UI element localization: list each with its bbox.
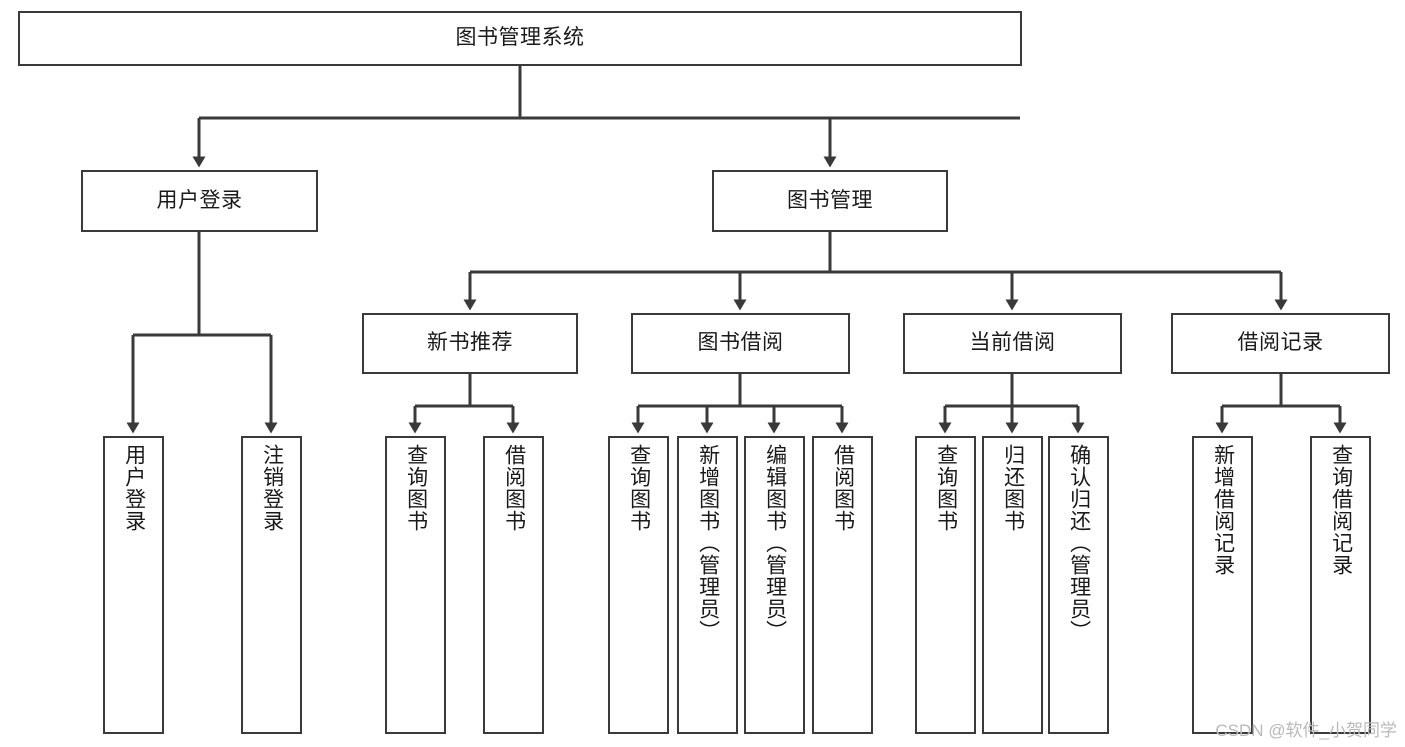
node-current-borrow-label: 当前借阅 xyxy=(969,331,1056,355)
node-leaf-edit-book[interactable]: 编辑图书（管理员） xyxy=(744,436,805,734)
node-leaf-query-book-1-label: 查询图书 xyxy=(404,444,428,532)
node-leaf-borrow-book-2-label: 借阅图书 xyxy=(831,444,855,532)
node-leaf-query-book-3-label: 查询图书 xyxy=(934,444,958,532)
node-root[interactable]: 图书管理系统 xyxy=(18,11,1022,66)
csdn-watermark: CSDN @软件_小贺同学 xyxy=(1215,721,1397,740)
node-leaf-add-book-label: 新增图书（管理员） xyxy=(696,444,720,642)
node-leaf-confirm-return-label: 确认归还（管理员） xyxy=(1067,444,1091,642)
node-leaf-borrow-book-1[interactable]: 借阅图书 xyxy=(483,436,544,734)
node-leaf-add-book[interactable]: 新增图书（管理员） xyxy=(677,436,738,734)
node-leaf-query-book-3[interactable]: 查询图书 xyxy=(915,436,976,734)
node-new-book-recommend[interactable]: 新书推荐 xyxy=(362,313,578,374)
node-leaf-return-book[interactable]: 归还图书 xyxy=(982,436,1043,734)
node-leaf-query-record-label: 查询借阅记录 xyxy=(1329,444,1353,576)
node-leaf-user-login[interactable]: 用户登录 xyxy=(103,436,164,734)
node-leaf-add-record[interactable]: 新增借阅记录 xyxy=(1192,436,1253,734)
node-leaf-add-record-label: 新增借阅记录 xyxy=(1211,444,1235,576)
node-leaf-logout[interactable]: 注销登录 xyxy=(241,436,302,734)
node-leaf-user-login-label: 用户登录 xyxy=(122,444,146,532)
node-leaf-borrow-book-1-label: 借阅图书 xyxy=(502,444,526,532)
node-book-manage[interactable]: 图书管理 xyxy=(712,170,948,232)
node-book-manage-label: 图书管理 xyxy=(787,188,873,212)
node-leaf-query-book-1[interactable]: 查询图书 xyxy=(385,436,446,734)
node-current-borrow[interactable]: 当前借阅 xyxy=(903,313,1122,374)
node-root-label: 图书管理系统 xyxy=(455,26,585,50)
node-leaf-borrow-book-2[interactable]: 借阅图书 xyxy=(812,436,873,734)
node-leaf-return-book-label: 归还图书 xyxy=(1001,444,1025,532)
node-user-login-label: 用户登录 xyxy=(156,188,243,212)
node-leaf-query-book-2-label: 查询图书 xyxy=(627,444,651,532)
node-leaf-confirm-return[interactable]: 确认归还（管理员） xyxy=(1048,436,1109,734)
node-leaf-logout-label: 注销登录 xyxy=(260,444,284,532)
node-book-borrow-label: 图书借阅 xyxy=(697,331,784,355)
node-leaf-edit-book-label: 编辑图书（管理员） xyxy=(763,444,787,642)
node-book-borrow[interactable]: 图书借阅 xyxy=(631,313,850,374)
node-leaf-query-record[interactable]: 查询借阅记录 xyxy=(1310,436,1371,734)
node-new-book-recommend-label: 新书推荐 xyxy=(427,331,513,355)
node-user-login[interactable]: 用户登录 xyxy=(81,170,318,232)
node-borrow-record[interactable]: 借阅记录 xyxy=(1171,313,1390,374)
node-leaf-query-book-2[interactable]: 查询图书 xyxy=(608,436,669,734)
node-borrow-record-label: 借阅记录 xyxy=(1237,331,1324,355)
